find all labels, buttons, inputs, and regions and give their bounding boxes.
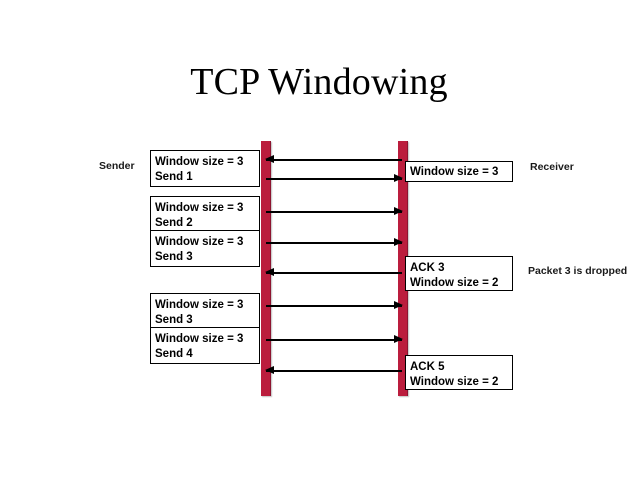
arrow-ack-3: [265, 268, 402, 277]
arrow-head-left: [265, 366, 274, 374]
sender-box-2-line-2: Send 2: [155, 217, 193, 229]
sender-box-1-line-1: Window size = 3: [155, 156, 244, 168]
receiver-box-2-line-1: ACK 3: [410, 262, 445, 274]
arrow-head-right: [394, 335, 403, 343]
receiver-message-box-2: ACK 3 Window size = 2: [405, 256, 513, 291]
sender-box-1-line-2: Send 1: [155, 171, 193, 183]
packet-dropped-annotation: Packet 3 is dropped: [528, 265, 628, 277]
receiver-message-box-1: Window size = 3: [405, 161, 513, 182]
arrow-head-left: [265, 155, 274, 163]
arrow-head-right: [394, 238, 403, 246]
arrow-initial-window-advertisement: [265, 155, 402, 164]
arrow-shaft: [266, 370, 402, 372]
arrow-send-1: [266, 174, 403, 183]
arrow-send-3-dropped: [266, 238, 403, 247]
arrow-send-2: [266, 207, 403, 216]
arrow-head-right: [394, 174, 403, 182]
arrow-shaft: [266, 305, 402, 307]
receiver-actor-label: Receiver: [530, 161, 574, 173]
sender-message-box-4: Window size = 3 Send 3: [150, 293, 260, 330]
sender-box-4-line-1: Window size = 3: [155, 299, 244, 311]
sender-box-2-line-1: Window size = 3: [155, 202, 244, 214]
arrow-send-4: [266, 335, 403, 344]
sender-message-box-2: Window size = 3 Send 2: [150, 196, 260, 233]
receiver-box-3-line-2: Window size = 2: [410, 376, 499, 388]
sender-box-3-line-1: Window size = 3: [155, 236, 244, 248]
sender-message-box-3: Window size = 3 Send 3: [150, 230, 260, 267]
arrow-shaft: [266, 159, 402, 161]
receiver-box-2-line-2: Window size = 2: [410, 277, 499, 289]
arrow-ack-5: [265, 366, 402, 375]
arrow-shaft: [266, 242, 402, 244]
sender-box-3-line-2: Send 3: [155, 251, 193, 263]
arrow-head-left: [265, 268, 274, 276]
sender-box-4-line-2: Send 3: [155, 314, 193, 326]
sender-actor-label: Sender: [99, 160, 135, 172]
sender-box-5-line-2: Send 4: [155, 348, 193, 360]
arrow-head-right: [394, 301, 403, 309]
arrow-shaft: [266, 178, 402, 180]
sender-message-box-5: Window size = 3 Send 4: [150, 327, 260, 364]
receiver-message-box-3: ACK 5 Window size = 2: [405, 355, 513, 390]
receiver-box-1-line-1: Window size = 3: [410, 166, 499, 178]
sender-box-5-line-1: Window size = 3: [155, 333, 244, 345]
receiver-box-3-line-1: ACK 5: [410, 361, 445, 373]
arrow-shaft: [266, 211, 402, 213]
arrow-head-right: [394, 207, 403, 215]
arrow-shaft: [266, 339, 402, 341]
sender-message-box-1: Window size = 3 Send 1: [150, 150, 260, 187]
arrow-shaft: [266, 272, 402, 274]
page-title: TCP Windowing: [190, 61, 448, 103]
arrow-send-3-retransmit: [266, 301, 403, 310]
